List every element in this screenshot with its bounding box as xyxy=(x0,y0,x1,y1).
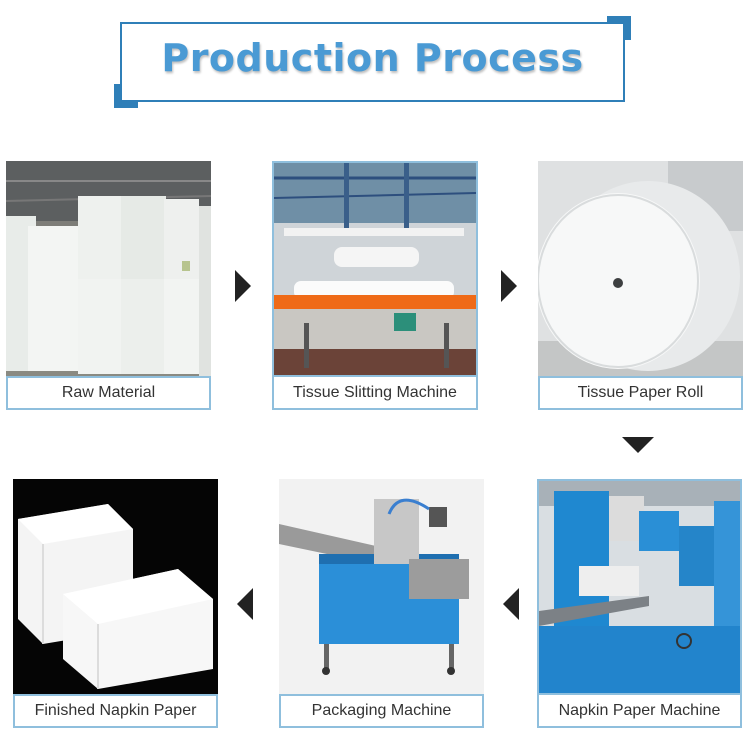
step-tissue-paper-roll: Tissue Paper Roll xyxy=(538,161,743,410)
frame-corner-decoration xyxy=(114,84,138,108)
step-label: Finished Napkin Paper xyxy=(13,694,218,728)
napkins-photo xyxy=(13,479,218,694)
page-title: Production Process xyxy=(161,36,584,80)
jumbo-roll-photo xyxy=(538,161,743,376)
step-packaging-machine: Packaging Machine xyxy=(279,479,484,728)
step-label: Tissue Slitting Machine xyxy=(274,375,476,408)
slitting-machine-photo xyxy=(274,163,476,375)
arrow-left-icon xyxy=(503,588,519,620)
step-label: Tissue Paper Roll xyxy=(538,376,743,410)
step-finished-napkin-paper: Finished Napkin Paper xyxy=(13,479,218,728)
step-label: Packaging Machine xyxy=(279,694,484,728)
step-label: Raw Material xyxy=(6,376,211,410)
paper-rolls-photo xyxy=(6,161,211,376)
step-napkin-paper-machine: Napkin Paper Machine xyxy=(537,479,742,728)
arrow-right-icon xyxy=(235,270,251,302)
napkin-machine-photo xyxy=(539,481,740,693)
packaging-machine-photo xyxy=(279,479,484,694)
step-label: Napkin Paper Machine xyxy=(539,693,740,726)
arrow-right-icon xyxy=(501,270,517,302)
step-tissue-slitting-machine: Tissue Slitting Machine xyxy=(272,161,478,410)
arrow-left-icon xyxy=(237,588,253,620)
step-raw-material: Raw Material xyxy=(6,161,211,410)
arrow-down-icon xyxy=(622,437,654,453)
title-frame: Production Process xyxy=(114,16,631,108)
